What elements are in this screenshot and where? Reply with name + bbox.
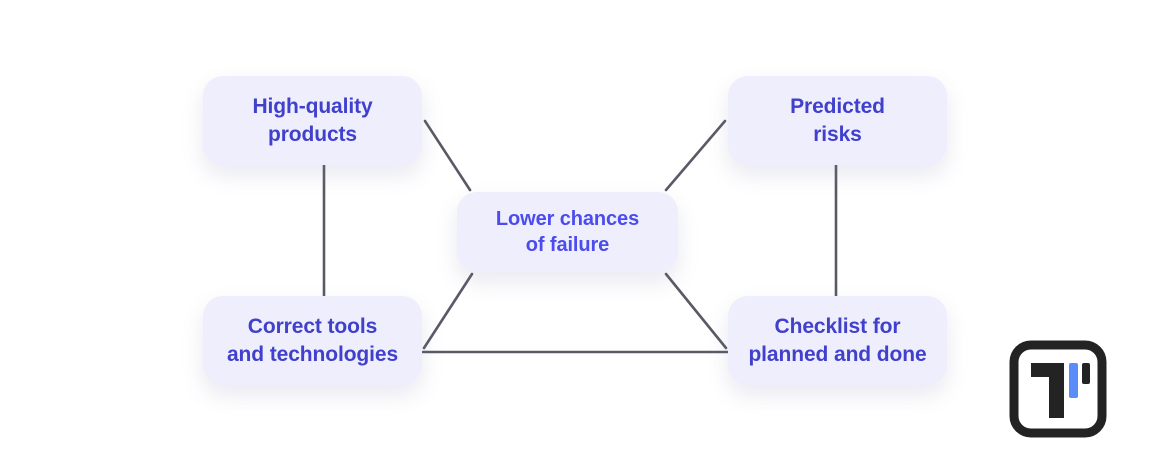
node-label: Checklist for planned and done (748, 314, 927, 366)
connector-correct-tools-to-lower-chances (422, 272, 474, 350)
node-predicted-risks[interactable]: Predicted risks (728, 76, 947, 165)
node-lower-chances-of-failure[interactable]: Lower chances of failure (457, 192, 678, 272)
connector-checklist-to-lower-chances (664, 272, 728, 350)
connector-high-quality-products-to-lower-chances (423, 119, 472, 192)
node-correct-tools-and-technologies[interactable]: Correct tools and technologies (203, 296, 422, 385)
node-label: Predicted risks (790, 94, 885, 146)
node-high-quality-products[interactable]: High-quality products (203, 76, 422, 165)
node-label: High-quality products (252, 94, 373, 146)
node-checklist-for-planned-and-done[interactable]: Checklist for planned and done (728, 296, 947, 385)
node-label: Correct tools and technologies (226, 314, 399, 366)
connector-predicted-risks-to-lower-chances (664, 119, 727, 192)
logo-t-mark (1031, 363, 1064, 418)
brand-logo-icon (1009, 340, 1107, 438)
node-label: Lower chances of failure (495, 207, 640, 256)
logo-accent-bar (1069, 363, 1078, 398)
logo-tick-bar (1082, 363, 1090, 384)
